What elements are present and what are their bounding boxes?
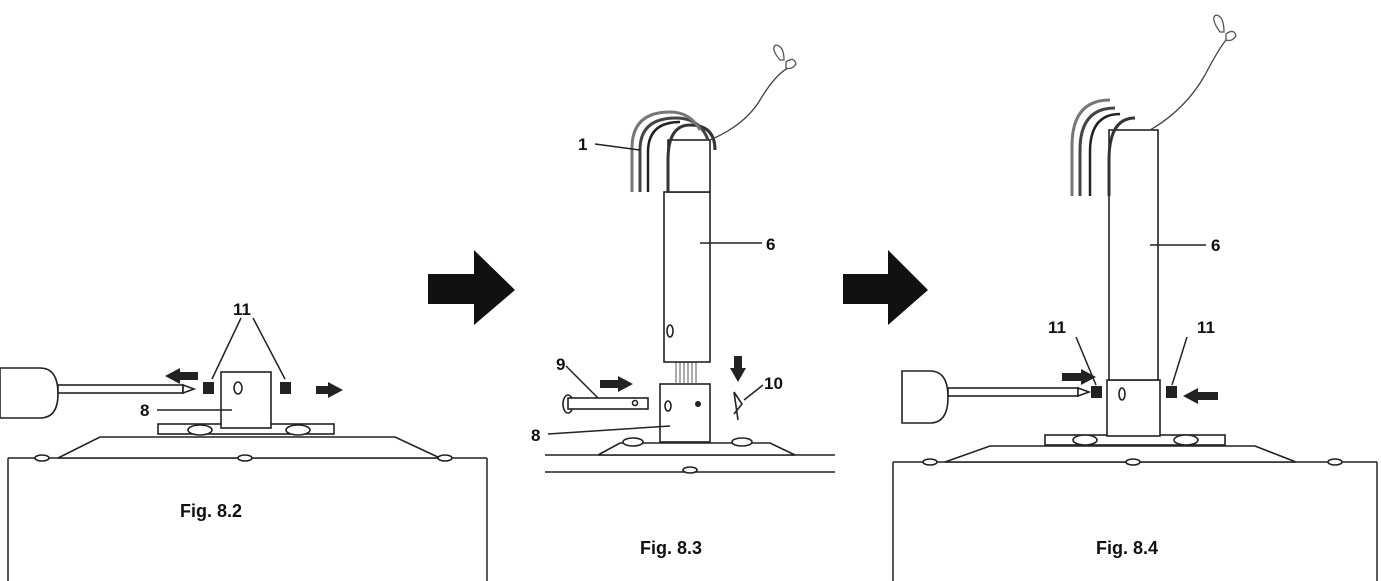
left-arrow-icon [1183,388,1218,404]
label-8: 8 [531,426,540,445]
cable-loop [630,110,702,192]
plate-screw [622,437,644,447]
right-arrow-icon [1062,369,1096,385]
bracket-hole [664,400,672,412]
screwdriver-tip [1077,386,1092,398]
label-10: 10 [764,374,783,393]
figure-8-3: 1 6 9 10 8 Fig. 8.3 [531,44,835,558]
figure-8-4: 6 11 11 Fig. 8.4 [892,14,1378,581]
right-arrow-icon [316,382,343,398]
leader-line [1075,336,1097,386]
screw-11-left [203,382,214,394]
screwdriver-shaft [947,387,1079,397]
clip-10 [733,391,743,421]
plate-screw [285,424,311,436]
label-6: 6 [766,235,775,254]
right-arrow-icon [428,250,515,325]
bracket-8 [220,371,272,429]
cable-loop [1070,98,1111,196]
bracket-hole-right [695,401,701,407]
box-screw [437,454,453,462]
wing-nut [1225,30,1237,42]
screwdriver-shaft [57,384,184,394]
plate-screw [682,466,698,474]
wire-bundle [675,362,697,384]
mount-plate [57,436,441,459]
label-11-left: 11 [1048,318,1066,337]
cable-loop [1107,116,1136,196]
box-screw [1327,458,1343,466]
screw-11-right [280,382,291,394]
left-arrow-icon [165,368,198,384]
screw-11-right [1166,386,1177,398]
pole-top [667,139,711,193]
box-screw [34,454,50,462]
pin-hole [631,399,639,407]
screwdriver-handle [0,367,59,419]
pole-6 [1108,129,1159,381]
leader-line [211,317,242,380]
plate-screw [187,424,213,436]
figure-8-2: 11 8 Fig. 8.2 [0,300,488,581]
down-arrow-icon [730,356,746,382]
box-screw [922,458,938,466]
cable-loop [646,120,681,192]
bracket-hole [1118,387,1126,401]
leader-line [594,143,641,151]
label-11: 11 [233,300,251,319]
caption-fig-8-4: Fig. 8.4 [1096,538,1158,558]
plate-screw [731,437,753,447]
label-8: 8 [140,401,149,420]
box-screw [1125,458,1141,466]
label-9: 9 [556,355,565,374]
label-1: 1 [578,135,587,154]
leader-line [1171,336,1188,386]
cable-loop [1078,106,1116,196]
pin-9 [567,397,649,410]
bracket-8 [659,383,711,443]
caption-fig-8-3: Fig. 8.3 [640,538,702,558]
right-arrow-icon [600,376,633,392]
bracket-8 [1106,379,1161,437]
screwdriver-tip [182,383,197,395]
wire-lead [709,67,789,141]
label-11-right: 11 [1197,318,1215,337]
plate-screw [1173,434,1199,446]
leader-line [547,425,671,435]
cable-loop [1088,112,1121,196]
caption-fig-8-2: Fig. 8.2 [180,501,242,521]
cable-1 [666,123,717,192]
leader-line [743,384,764,401]
wing-nut [773,44,785,61]
cable-loop [638,116,710,192]
leader-line [252,317,286,380]
box-screw [237,454,253,462]
mount-plate [944,445,1297,463]
right-arrow-icon [843,250,928,325]
wire-lead [1149,39,1227,131]
pole-hole [666,324,674,338]
screw-11-left [1091,386,1102,398]
leader-line [565,365,599,399]
screwdriver-handle [901,370,949,424]
label-6: 6 [1211,236,1220,255]
wing-nut [785,58,797,70]
plate-screw [1072,434,1098,446]
bracket-hole [233,381,243,395]
wing-nut [1213,14,1225,33]
